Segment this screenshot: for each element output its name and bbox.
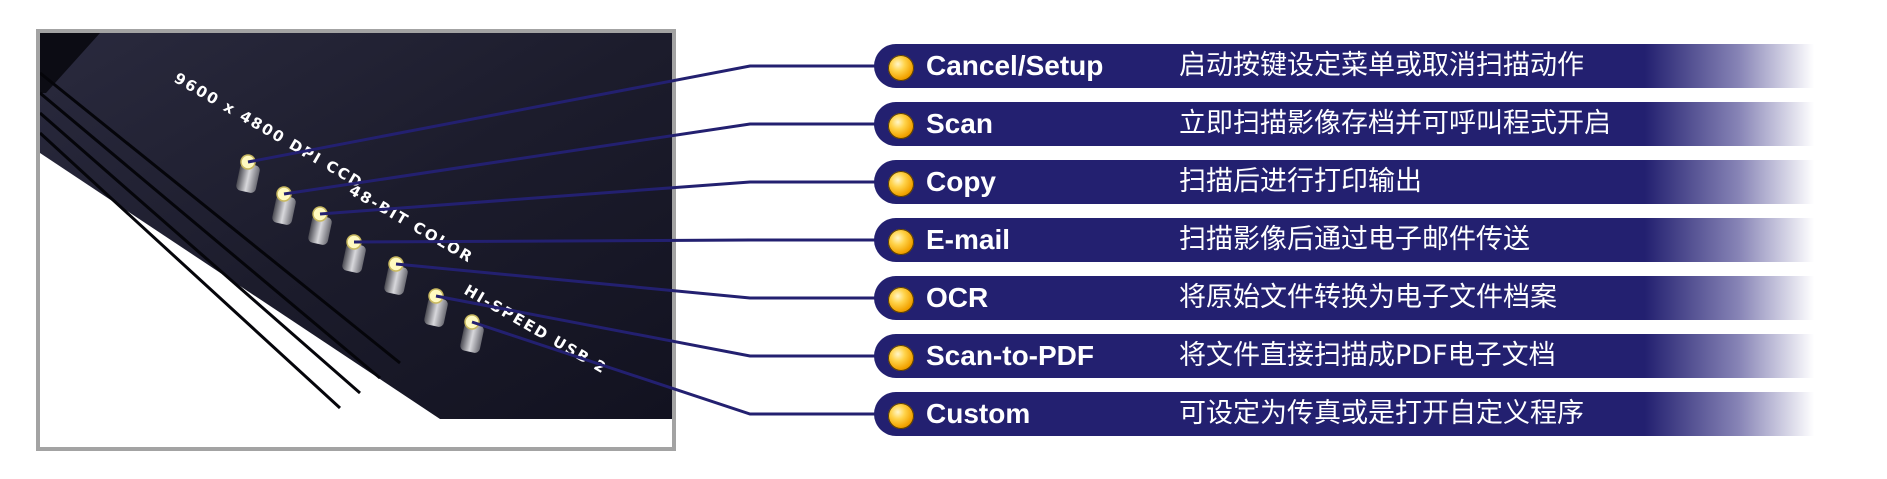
scanner-button-body	[342, 243, 366, 273]
scanner-edge-ridges	[40, 71, 401, 410]
bullet-icon	[888, 171, 914, 197]
legend-description: 将文件直接扫描成PDF电子文档	[1179, 340, 1556, 371]
scanner-corner	[40, 33, 100, 93]
legend-label: Copy	[926, 166, 996, 197]
scanner-button-body	[272, 195, 296, 225]
led-indicator-icon	[464, 314, 480, 330]
legend-label: OCR	[926, 282, 989, 313]
legend-description: 扫描后进行打印输出	[1179, 166, 1422, 197]
scanner-button-body	[236, 163, 260, 193]
scanner-device	[40, 33, 672, 419]
bullet-icon	[888, 403, 914, 429]
legend-item-copy: Copy 扫描后进行打印输出	[874, 160, 1814, 204]
bullet-icon	[888, 287, 914, 313]
legend-label: Scan-to-PDF	[926, 340, 1094, 371]
led-indicator-icon	[346, 234, 362, 250]
led-indicator-icon	[312, 206, 328, 222]
legend-description: 启动按键设定菜单或取消扫描动作	[1179, 50, 1584, 81]
legend-item-e-mail: E-mail 扫描影像后通过电子邮件传送	[874, 218, 1814, 262]
legend-label: E-mail	[926, 224, 1011, 255]
scanner-button-body	[308, 215, 332, 245]
legend-label: Cancel/Setup	[926, 50, 1104, 81]
bullet-icon	[888, 345, 914, 371]
legend-label: Scan	[926, 108, 993, 139]
legend-item-ocr: OCR 将原始文件转换为电子文件档案	[874, 276, 1814, 320]
bullet-icon	[888, 229, 914, 255]
legend-item-scan: Scan 立即扫描影像存档并可呼叫程式开启	[874, 102, 1814, 146]
legend-item-cancel-setup: Cancel/Setup 启动按键设定菜单或取消扫描动作	[874, 44, 1814, 88]
led-indicator-icon	[240, 154, 256, 170]
bullet-icon	[888, 113, 914, 139]
led-indicator-icon	[388, 256, 404, 272]
scanner-photo: 9600 x 4800 DPI CCD 48-BIT COLOR HI-SPEE…	[36, 29, 676, 451]
legend-description: 扫描影像后通过电子邮件传送	[1179, 224, 1530, 255]
legend-description: 立即扫描影像存档并可呼叫程式开启	[1179, 108, 1611, 139]
led-indicator-icon	[428, 288, 444, 304]
legend-item-scan-to-pdf: Scan-to-PDF 将文件直接扫描成PDF电子文档	[874, 334, 1814, 378]
bullet-icon	[888, 55, 914, 81]
led-indicator-icon	[276, 186, 292, 202]
legend-description: 可设定为传真或是打开自定义程序	[1179, 398, 1584, 429]
legend-label: Custom	[926, 398, 1031, 429]
legend-description: 将原始文件转换为电子文件档案	[1179, 282, 1557, 313]
legend-item-custom: Custom 可设定为传真或是打开自定义程序	[874, 392, 1814, 436]
